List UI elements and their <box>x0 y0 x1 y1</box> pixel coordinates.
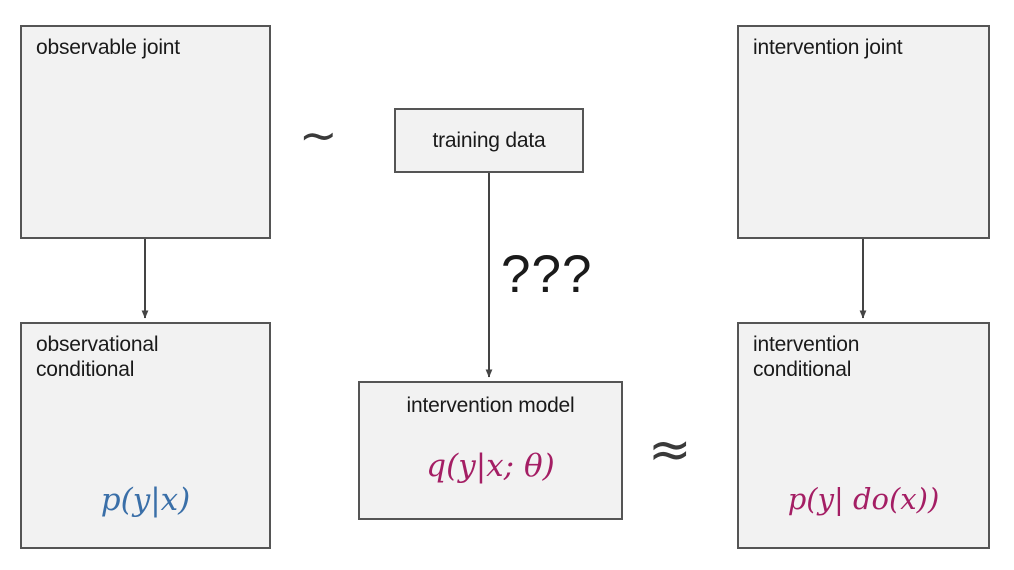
panel-observational-conditional[interactable]: observational conditional <box>20 322 271 549</box>
formula-intervention-conditional: p(y| do(x)) <box>787 482 940 516</box>
panel-observable-joint-title: observable joint <box>36 36 180 59</box>
panel-intervention-model[interactable]: intervention model <box>358 381 623 520</box>
formula-observational-conditional: p(y|x) <box>100 482 191 518</box>
panel-training-data-title: training data <box>432 129 546 152</box>
formula-intervention-model: q(y|x; θ) <box>426 448 555 484</box>
question-marks-label: ??? <box>501 245 593 304</box>
approx-symbol: ≈ <box>648 420 692 480</box>
panel-intervention-joint[interactable]: intervention joint <box>737 25 990 239</box>
panel-intervention-joint-title: intervention joint <box>753 36 903 59</box>
panel-intervention-conditional[interactable]: intervention conditional <box>737 322 990 549</box>
panel-training-data[interactable]: training data <box>394 108 584 173</box>
tilde-symbol: ∼ <box>299 108 338 162</box>
panel-observable-joint[interactable]: observable joint <box>20 25 271 239</box>
panel-intervention-conditional-title: intervention conditional <box>753 333 860 381</box>
panel-observational-conditional-title: observational conditional <box>36 333 159 381</box>
panel-intervention-model-title: intervention model <box>406 394 575 417</box>
